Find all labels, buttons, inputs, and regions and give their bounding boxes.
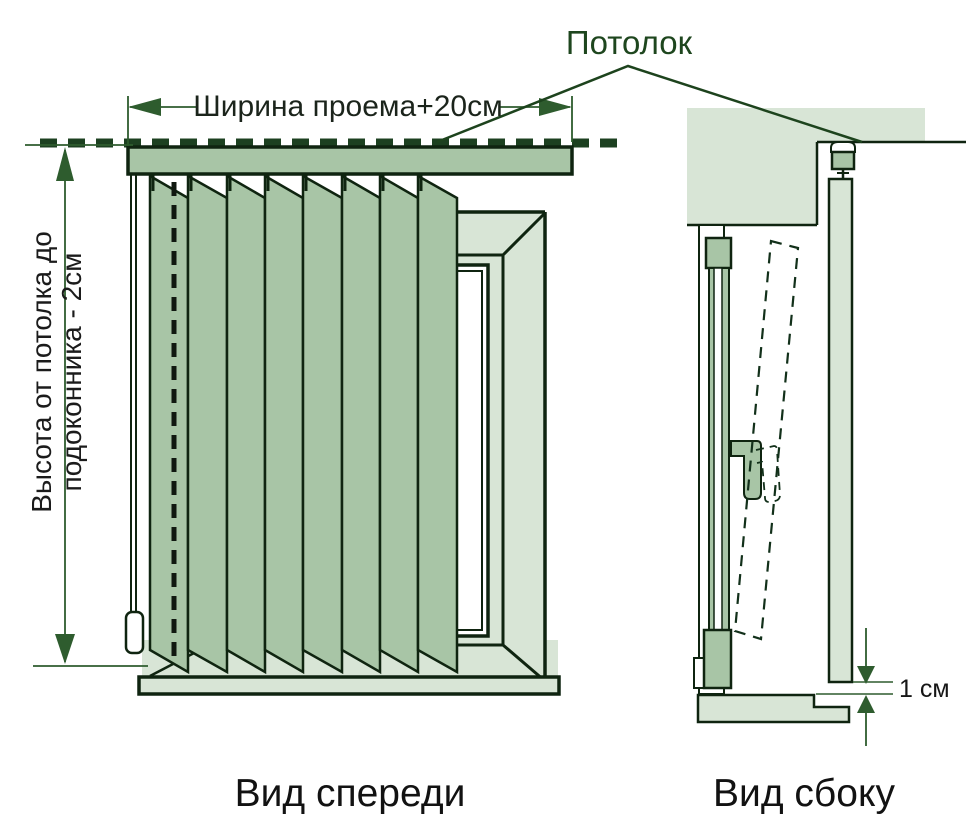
windowsill-side bbox=[696, 693, 851, 724]
vane-hooks bbox=[151, 174, 423, 191]
vane bbox=[301, 173, 344, 675]
frame-bottom-block bbox=[702, 628, 733, 690]
headrail bbox=[126, 145, 574, 176]
ceiling-callout: Потолок bbox=[436, 24, 863, 144]
vane bbox=[225, 173, 267, 675]
height-dimension: Высота от потолка до подоконника - 2см bbox=[25, 144, 148, 667]
height-label-line2: подоконника - 2см bbox=[56, 253, 87, 492]
side-view-caption: Вид сбоку bbox=[713, 772, 895, 815]
arrow-down-icon bbox=[55, 634, 75, 664]
vane bbox=[416, 173, 459, 675]
front-view-caption: Вид спереди bbox=[235, 772, 466, 815]
vane-side-profile bbox=[827, 177, 854, 684]
front-view bbox=[40, 138, 628, 696]
ceiling-bracket bbox=[830, 141, 856, 179]
ceiling-label: Потолок bbox=[566, 24, 693, 61]
annotations: Высота от потолка до подоконника - 2см П… bbox=[25, 24, 950, 815]
arrow-up-icon bbox=[857, 695, 875, 713]
gap-dimension: 1 см bbox=[816, 628, 950, 746]
frame-top-block bbox=[704, 236, 733, 270]
arrow-left-icon bbox=[128, 98, 161, 116]
window-side-profile bbox=[693, 224, 762, 695]
ceiling-leader-lines bbox=[436, 64, 863, 144]
windowsill-front bbox=[137, 675, 561, 696]
ceiling-soffit bbox=[687, 108, 925, 225]
window-handle bbox=[730, 440, 762, 500]
arrow-up-icon bbox=[56, 147, 74, 181]
vanes bbox=[148, 173, 459, 675]
glass-pane bbox=[713, 267, 723, 633]
handle-clearance-dashed bbox=[755, 445, 781, 503]
height-label-line1: Высота от потолка до bbox=[26, 231, 57, 513]
cord-weight bbox=[124, 610, 145, 655]
rail-cross-section bbox=[830, 150, 856, 171]
side-view bbox=[687, 108, 966, 724]
vane bbox=[263, 173, 305, 675]
vane bbox=[378, 173, 420, 675]
arrow-down-icon bbox=[857, 666, 875, 684]
vane-tilted-dashed bbox=[733, 239, 800, 641]
width-dimension-label: Ширина проема+20см bbox=[193, 90, 502, 123]
gap-dimension-label: 1 см bbox=[899, 675, 950, 703]
vane bbox=[148, 173, 190, 675]
vane bbox=[186, 173, 229, 675]
vane bbox=[340, 173, 382, 675]
arrow-right-icon bbox=[539, 98, 572, 116]
control-cord bbox=[124, 174, 145, 655]
width-dimension bbox=[127, 88, 573, 146]
